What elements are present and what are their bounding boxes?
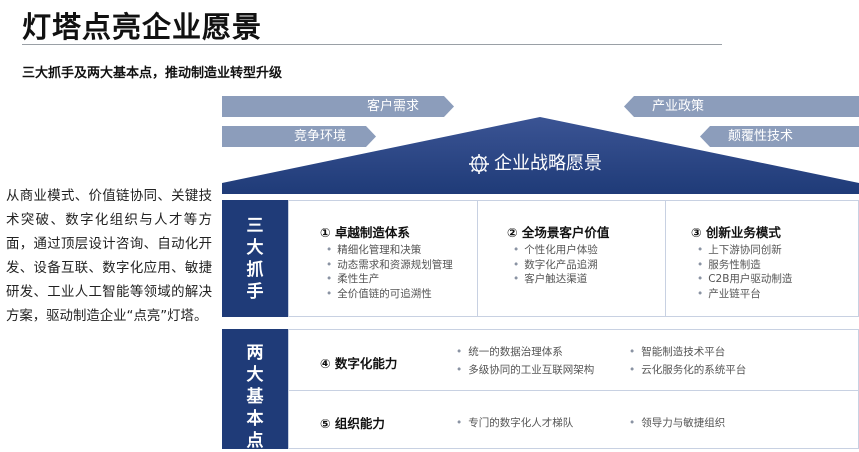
customer-demand-label: 客户需求 bbox=[367, 99, 420, 114]
pillar-divider-1 bbox=[477, 201, 478, 316]
foundation-1-item: 多级协同的工业互联网架构 bbox=[456, 362, 594, 377]
competition-label: 竞争环境 bbox=[294, 129, 347, 144]
pillar-1-item: 精细化管理和决策 bbox=[326, 243, 453, 258]
customer-demand-tag: 客户需求 bbox=[222, 96, 454, 117]
pillar-1-list: 精细化管理和决策 动态需求和资源规划管理 柔性生产 全价值链的可追溯性 bbox=[326, 243, 453, 301]
pillar-2-title: ② 全场景客户价值 bbox=[507, 225, 610, 240]
pillar-1-item: 柔性生产 bbox=[326, 272, 453, 287]
vision-roof bbox=[222, 117, 859, 194]
pillar-2-item: 数字化产品追溯 bbox=[513, 258, 598, 273]
competition-tag: 竞争环境 bbox=[222, 126, 376, 147]
pillar-2-item: 客户触达渠道 bbox=[513, 272, 598, 287]
vision-label: 企业战略愿景 bbox=[494, 153, 602, 174]
foundation-2-item: 专门的数字化人才梯队 bbox=[456, 415, 573, 430]
pillar-1-item: 全价值链的可追溯性 bbox=[326, 287, 453, 302]
foundation-1-title: ④ 数字化能力 bbox=[320, 356, 398, 371]
three-pillars-header: 三大抓手 bbox=[222, 200, 288, 317]
page-title: 灯塔点亮企业愿景 bbox=[22, 10, 263, 44]
pillar-3-item: 服务性制造 bbox=[697, 258, 792, 273]
industry-policy-label: 产业政策 bbox=[652, 99, 705, 114]
pillar-2-list: 个性化用户体验 数字化产品追溯 客户触达渠道 bbox=[513, 243, 598, 287]
two-foundations-header: 两大基本点 bbox=[222, 329, 288, 451]
foundation-divider bbox=[289, 390, 858, 391]
pillar-divider-2 bbox=[665, 201, 666, 316]
globe-gear-icon bbox=[469, 154, 489, 174]
page-subtitle: 三大抓手及两大基本点，推动制造业转型升级 bbox=[22, 66, 283, 81]
three-pillars-header-label: 三大抓手 bbox=[246, 216, 264, 302]
foundation-1-item: 智能制造技术平台 bbox=[629, 344, 725, 359]
pillar-3-item: 产业链平台 bbox=[697, 287, 792, 302]
two-foundations-panel bbox=[288, 329, 859, 449]
two-foundations-header-label: 两大基本点 bbox=[246, 343, 264, 451]
pillar-1-title: ① 卓越制造体系 bbox=[320, 225, 410, 240]
pillar-3-item: 上下游协同创新 bbox=[697, 243, 792, 258]
disruptive-tech-label: 颠覆性技术 bbox=[728, 129, 794, 144]
description-paragraph: 从商业模式、价值链协同、关键技术突破、数字化组织与人才等方面，通过顶层设计咨询、… bbox=[6, 189, 212, 324]
foundation-2-title: ⑤ 组织能力 bbox=[320, 416, 385, 431]
industry-policy-tag: 产业政策 bbox=[624, 96, 859, 117]
pillar-3-list: 上下游协同创新 服务性制造 C2B用户驱动制造 产业链平台 bbox=[697, 243, 792, 301]
pillar-1-item: 动态需求和资源规划管理 bbox=[326, 258, 453, 273]
foundation-1-item: 统一的数据治理体系 bbox=[456, 344, 563, 359]
title-divider bbox=[22, 44, 722, 45]
foundation-1-item: 云化服务化的系统平台 bbox=[629, 362, 746, 377]
pillar-3-title: ③ 创新业务模式 bbox=[691, 225, 781, 240]
foundation-2-item: 领导力与敏捷组织 bbox=[629, 415, 725, 430]
pillar-3-item: C2B用户驱动制造 bbox=[697, 272, 792, 287]
pillar-2-item: 个性化用户体验 bbox=[513, 243, 598, 258]
disruptive-tech-tag: 颠覆性技术 bbox=[700, 126, 859, 147]
